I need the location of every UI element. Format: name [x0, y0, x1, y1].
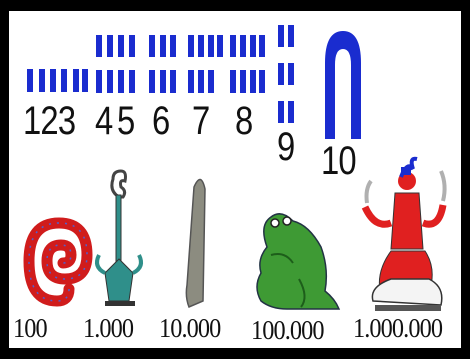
- label-10: 10: [321, 139, 356, 184]
- label-5: 5: [117, 99, 134, 144]
- stroke-glyph-group-6: [149, 35, 176, 93]
- label-6: 6: [152, 99, 169, 144]
- label-8: 8: [235, 99, 252, 144]
- stroke-glyph-group-1-2-3: [27, 69, 88, 92]
- stroke-glyph: [39, 69, 45, 92]
- label-100000: 100.000: [251, 315, 324, 346]
- label-9: 9: [277, 125, 294, 170]
- coil-of-rope-glyph: [29, 223, 87, 301]
- stroke-glyph-group-5: [118, 35, 135, 93]
- stroke-glyph: [50, 69, 56, 92]
- hieroglyph-drawing: [9, 11, 461, 348]
- label-10000: 10.000: [159, 313, 220, 344]
- label-7: 7: [192, 99, 209, 144]
- heh-god-glyph: [365, 159, 445, 311]
- heel-bone-glyph: [325, 31, 361, 139]
- label-4: 4: [95, 99, 112, 144]
- stroke-glyph: [82, 69, 88, 92]
- label-123: 123: [23, 99, 75, 144]
- numerals-panel: 123 4 5 6 7 8 9 10 100 1.000 10.000 100.…: [9, 11, 461, 348]
- stroke-glyph-group-4: [96, 35, 113, 93]
- finger-glyph: [186, 179, 205, 307]
- label-1000000: 1.000.000: [353, 313, 442, 344]
- label-100: 100: [13, 313, 47, 344]
- frog-glyph: [257, 214, 339, 309]
- stroke-glyph: [73, 69, 79, 92]
- stroke-glyph-group-9: [278, 25, 294, 123]
- stroke-glyph-group-8: [230, 35, 265, 93]
- stroke-glyph: [27, 69, 33, 92]
- stroke-glyph: [61, 69, 67, 92]
- lotus-plant-glyph: [97, 171, 141, 306]
- label-1000: 1.000: [83, 313, 133, 344]
- stroke-glyph-group-7: [188, 35, 223, 93]
